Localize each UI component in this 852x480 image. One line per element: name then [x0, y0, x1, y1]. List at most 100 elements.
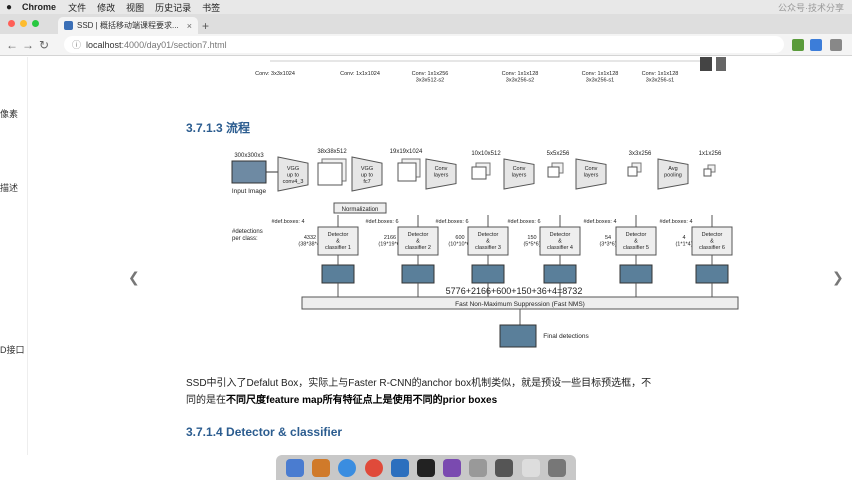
- detector-label: Detector&classifier 1: [325, 232, 351, 251]
- detector-label-line: &: [634, 239, 638, 245]
- detection-count-label-line: (5*5*6): [523, 242, 540, 248]
- fmap-size-label: 19x19x1024: [390, 149, 423, 155]
- launchpad-icon[interactable]: [312, 458, 331, 477]
- conv-layers-block: [575, 158, 607, 190]
- terminal-icon[interactable]: [416, 458, 435, 477]
- strip-label-line: Conv: 3x3x1024: [255, 71, 295, 77]
- apple-icon[interactable]: ●: [6, 1, 13, 13]
- detection-thumb: [543, 264, 577, 284]
- input-size-label-line: 300x300x3: [234, 153, 264, 159]
- detection-count-label-line: (3*3*6): [599, 242, 616, 248]
- menu-app-name[interactable]: Chrome: [22, 2, 57, 12]
- vgg-conv4-block-label-line: VGG: [287, 166, 299, 172]
- detection-thumb: [619, 264, 653, 284]
- def-boxes-label-line: #def.boxes: 4: [271, 219, 304, 225]
- detector-label: Detector&classifier 3: [475, 232, 501, 251]
- sidebar-item[interactable]: D接口: [0, 345, 25, 355]
- strip-block: [700, 57, 712, 71]
- detector-label-line: &: [416, 239, 420, 245]
- def-boxes-label: #def.boxes: 6: [507, 219, 540, 225]
- extension-icon[interactable]: [810, 39, 822, 51]
- feature-map-6: [703, 168, 712, 177]
- detector-label-line: Detector: [550, 232, 571, 238]
- app-icon[interactable]: [443, 458, 462, 477]
- safari-icon[interactable]: [338, 458, 357, 477]
- fmap-size-label: 38x38x512: [317, 149, 347, 155]
- preview-icon[interactable]: [469, 458, 488, 477]
- fmap-size-label: 3x3x256: [629, 151, 652, 157]
- detector-label-line: classifier 5: [623, 245, 649, 251]
- sidebar-item[interactable]: 描述: [0, 183, 19, 193]
- dock: [276, 455, 576, 480]
- site-info-icon[interactable]: ⓘ: [72, 40, 82, 50]
- back-icon[interactable]: ←: [6, 37, 18, 52]
- def-boxes-label: #def.boxes: 4: [583, 219, 616, 225]
- menu-edit[interactable]: 修改: [97, 2, 116, 13]
- menu-bookmarks[interactable]: 书签: [202, 2, 221, 13]
- conv-layers-block-label-line: Conv: [435, 166, 448, 172]
- avg-pooling-block: [657, 158, 689, 190]
- nms-label: Fast Non-Maximum Suppression (Fast NMS): [455, 301, 585, 308]
- app-icon[interactable]: [495, 458, 514, 477]
- strip-label-line: Conv: 1x1x256: [412, 71, 449, 77]
- input-image-label-line: Input Image: [232, 188, 267, 195]
- tab-active[interactable]: SSD | 概括移动端课程要求... ×: [58, 17, 198, 34]
- reload-icon[interactable]: ↻: [38, 37, 50, 52]
- detection-count-label-line: 4: [682, 235, 685, 241]
- menu-kebab-icon[interactable]: [830, 39, 842, 51]
- detection-thumb: [695, 264, 729, 284]
- extension-icon[interactable]: [792, 39, 804, 51]
- vgg-fc7-block-label-line: VGG: [361, 166, 373, 172]
- detector-label: Detector&classifier 2: [405, 232, 431, 251]
- fmap-size-label-line: 10x10x512: [471, 151, 501, 157]
- detector-label-line: Detector: [626, 232, 647, 238]
- address-bar[interactable]: ⓘ localhost :4000/day01/section7.html: [64, 36, 784, 53]
- menu-bar: ● Chrome 文件 修改 视图 历史记录 书签 公众号·技术分享: [0, 0, 852, 14]
- menu-history[interactable]: 历史记录: [155, 2, 192, 13]
- detection-count-label-line: 150: [527, 235, 536, 241]
- def-boxes-label-line: #def.boxes: 6: [507, 219, 540, 225]
- menu-file[interactable]: 文件: [68, 2, 87, 13]
- feature-map-2: [397, 162, 417, 182]
- detection-count-label-line: 600: [455, 235, 464, 241]
- paragraph-bold: 不同尺度feature map所有特征点上是使用不同的prior boxes: [226, 395, 498, 406]
- detector-label-line: &: [710, 239, 714, 245]
- detection-count-label: 4332(38*38*4): [298, 235, 321, 248]
- tab-title: SSD | 概括移动端课程要求...: [77, 21, 179, 30]
- chrome-icon[interactable]: [364, 458, 383, 477]
- detection-count-label-line: (10*10*6): [448, 242, 471, 248]
- finder-icon[interactable]: [286, 458, 305, 477]
- window-maximize-icon[interactable]: [32, 20, 39, 27]
- detections-label-line: #detections: [232, 229, 263, 235]
- new-tab-icon[interactable]: +: [202, 19, 210, 33]
- notes-icon[interactable]: [521, 458, 540, 477]
- detector-label-line: Detector: [408, 232, 429, 238]
- fmap-size-label: 5x5x256: [547, 151, 570, 157]
- forward-icon[interactable]: →: [22, 37, 34, 52]
- window-close-icon[interactable]: [8, 20, 15, 27]
- detector-label-line: Detector: [702, 232, 723, 238]
- detection-count-label-line: (1*1*4): [675, 242, 692, 248]
- pycharm-icon[interactable]: [390, 458, 409, 477]
- conv-layers-block-label-line: layers: [434, 173, 449, 179]
- fmap-size-label-line: 5x5x256: [547, 151, 570, 157]
- detection-count-label-line: 4332: [304, 235, 316, 241]
- def-boxes-label: #def.boxes: 4: [271, 219, 304, 225]
- paragraph-line: 同的是在不同尺度feature map所有特征点上是使用不同的prior box…: [186, 392, 776, 409]
- left-sidebar: 像素 描述 D接口: [0, 57, 28, 455]
- prev-page-icon[interactable]: ❮: [128, 269, 140, 285]
- menu-view[interactable]: 视图: [126, 2, 145, 13]
- tab-close-icon[interactable]: ×: [186, 20, 192, 31]
- window-minimize-icon[interactable]: [20, 20, 27, 27]
- trash-icon[interactable]: [547, 458, 566, 477]
- strip-label-line: Conv: 1x1x1024: [340, 71, 380, 77]
- sidebar-item[interactable]: 像素: [0, 109, 19, 119]
- next-page-icon[interactable]: ❯: [832, 269, 844, 285]
